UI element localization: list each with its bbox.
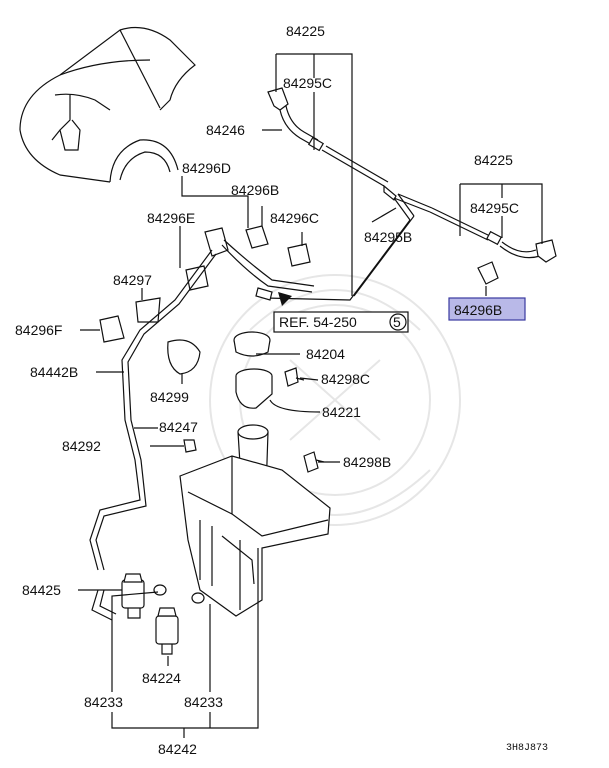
clip-84296b <box>245 225 269 249</box>
label-84233-left: 84233 <box>84 694 123 710</box>
label-84295c-top: 84295C <box>283 75 332 91</box>
washer-nozzle-icon <box>535 239 557 263</box>
label-84233-right: 84233 <box>184 694 223 710</box>
label-84296b-mid: 84296B <box>231 182 279 198</box>
ref-circle <box>389 313 407 331</box>
label-84292: 84292 <box>62 438 101 454</box>
label-84296e: 84296E <box>147 210 195 226</box>
label-84298c: 84298C <box>321 371 370 387</box>
label-84204: 84204 <box>306 346 345 362</box>
label-84296d: 84296D <box>182 160 231 176</box>
ref-text: REF. 54-250 <box>279 314 357 330</box>
label-84299: 84299 <box>150 389 189 405</box>
watermark-emblem-icon <box>209 274 461 526</box>
leader-lines <box>78 53 543 738</box>
joint-84295b <box>383 184 397 201</box>
highlight-box <box>448 297 526 321</box>
label-84296b-highlight: 84296B <box>454 302 502 318</box>
label-84225-top: 84225 <box>286 23 325 39</box>
clip-84296f <box>99 315 125 343</box>
car-front-outline-icon <box>19 27 196 183</box>
band-84299 <box>167 339 201 375</box>
label-84425: 84425 <box>22 582 61 598</box>
label-84297: 84297 <box>113 272 152 288</box>
label-84295b: 84295B <box>364 229 412 245</box>
ref-number: 5 <box>393 314 401 330</box>
filler-neck-84221 <box>235 368 273 409</box>
label-84298b: 84298B <box>343 454 391 470</box>
label-84224: 84224 <box>142 670 181 686</box>
grommet-84292 <box>183 439 197 453</box>
label-84247: 84247 <box>159 419 198 435</box>
bolt-84298c <box>284 367 305 387</box>
label-84296c: 84296C <box>270 210 319 226</box>
connector-84296d <box>204 227 229 257</box>
reference-arrow-icon <box>278 292 292 306</box>
ref-box <box>273 311 409 333</box>
washer-pump-icon <box>155 592 205 655</box>
clip-84296b-right <box>477 261 499 285</box>
label-84246: 84246 <box>206 122 245 138</box>
label-84296f: 84296F <box>15 322 62 338</box>
hose-84442b <box>89 249 213 571</box>
cap-84204 <box>233 331 271 357</box>
label-84442b: 84442B <box>30 364 78 380</box>
label-84295c-right: 84295C <box>470 200 519 216</box>
washer-tank-icon <box>179 424 331 617</box>
clip-84297 <box>135 297 161 323</box>
label-84225-right: 84225 <box>474 152 513 168</box>
label-84221: 84221 <box>322 404 361 420</box>
washer-nozzle-icon <box>267 87 325 152</box>
diagram-code: 3H8J873 <box>506 743 548 754</box>
label-84242: 84242 <box>158 741 197 757</box>
hose-84246 <box>321 149 385 187</box>
clip-84296c <box>287 243 311 267</box>
